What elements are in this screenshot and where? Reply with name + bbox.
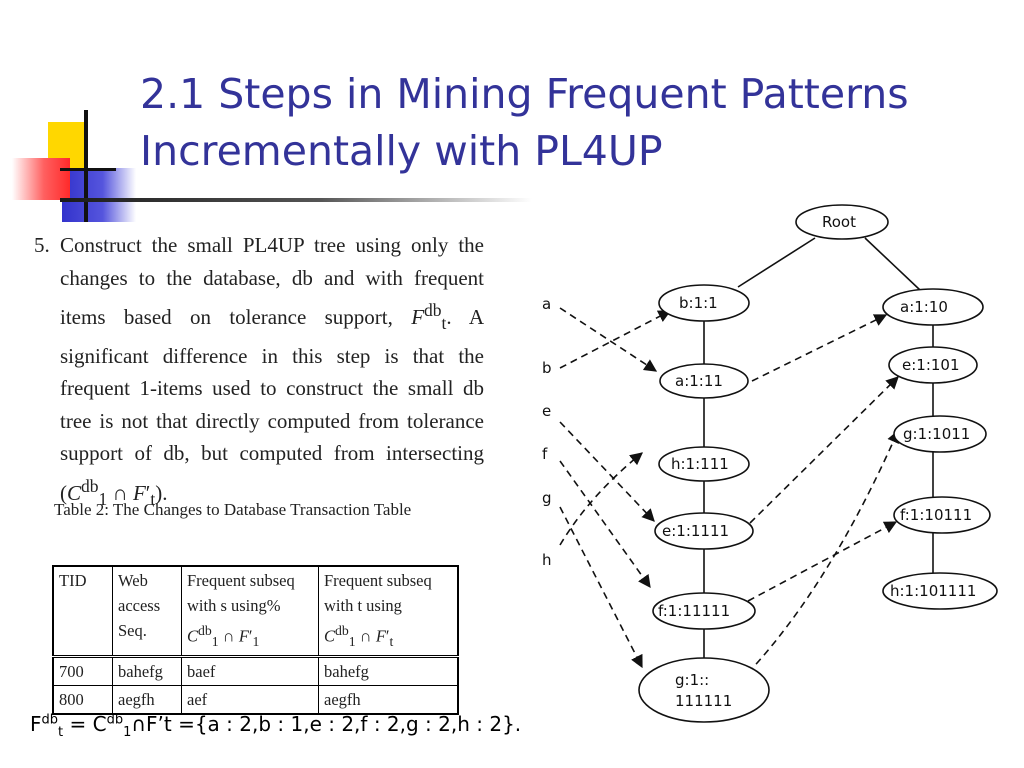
step-text-part1: Construct the small PL4UP tree using onl… — [60, 233, 484, 329]
node-a — [659, 363, 749, 399]
step-C-sub: 1 — [98, 488, 108, 509]
step-F-sub: t — [441, 313, 447, 334]
link-g-rg — [747, 429, 900, 674]
node-f — [652, 592, 756, 630]
node-label-rh: h:1:101111 — [890, 582, 976, 600]
frequent-items-formula: Fdbt = Cdb1∩F’t ={a : 2,b : 1,e : 2,f : … — [30, 712, 522, 740]
link-h — [559, 452, 643, 546]
item-label-g: g — [542, 489, 552, 507]
link-b — [559, 310, 672, 369]
node-label-rg: g:1:1011 — [903, 425, 970, 443]
link-e-re — [749, 376, 899, 524]
node-label-f: f:1:11111 — [658, 602, 730, 620]
item-label-e: e — [542, 402, 551, 420]
deco-red-square — [12, 158, 70, 200]
node-h — [658, 446, 750, 482]
node-label-e: e:1:1111 — [662, 522, 729, 540]
step-text-part2: . A significant difference in this step … — [60, 305, 484, 505]
cell-subseq-s: baef — [181, 656, 319, 686]
pl4up-tree-diagram: Root b:1:1 a:1:11 h:1:111 e:1:1111 f:1:1… — [542, 204, 998, 723]
step-F-sup: db — [424, 300, 442, 320]
link-f — [559, 460, 651, 589]
node-b — [658, 284, 750, 322]
deco-blue-square — [62, 168, 136, 222]
item-label-h: h — [542, 551, 552, 569]
node-rf — [893, 496, 991, 534]
step-cap: ∩ — [107, 480, 133, 505]
node-label-ra: a:1:10 — [900, 298, 948, 316]
link-e — [559, 421, 655, 522]
link-g — [559, 506, 643, 669]
node-root — [795, 204, 889, 240]
cell-seq: aegfh — [112, 685, 182, 714]
step-number: 5. — [34, 233, 50, 257]
title-underline — [60, 198, 532, 202]
node-label-b: b:1:1 — [679, 294, 718, 312]
table-row: 800 aegfh aef aegfh — [52, 685, 459, 714]
cell-seq: bahefg — [112, 656, 182, 686]
step-F: F — [411, 305, 425, 329]
item-label-b: b — [542, 359, 552, 377]
node-label-a: a:1:11 — [675, 372, 723, 390]
step-Fprime-prime: ′ — [145, 480, 151, 505]
step-Fprime-sub: t — [150, 488, 156, 509]
link-a — [559, 307, 658, 372]
cell-subseq-t: aegfh — [318, 685, 459, 714]
step-C: C — [67, 480, 82, 505]
node-label-re: e:1:101 — [902, 356, 960, 374]
node-e — [654, 512, 754, 550]
node-g — [638, 657, 770, 723]
node-label-h: h:1:111 — [671, 455, 729, 473]
item-label-a: a — [542, 295, 551, 313]
step-C-sup: db — [81, 475, 99, 496]
cell-subseq-s: aef — [181, 685, 319, 714]
header-tid: TID — [52, 566, 113, 658]
edge-root-b — [737, 237, 816, 288]
cell-tid: 700 — [52, 656, 113, 686]
node-label-g2: 111111 — [675, 692, 732, 710]
deco-horizontal-line — [60, 168, 116, 171]
node-label-g: g:1:: — [675, 671, 709, 689]
node-label-root: Root — [822, 213, 856, 231]
node-re — [888, 346, 978, 384]
node-rg — [893, 415, 987, 453]
node-rh — [882, 572, 998, 610]
node-ra — [882, 288, 984, 326]
slide-title: 2.1 Steps in Mining Frequent Patterns In… — [140, 70, 909, 175]
link-f-rf — [747, 521, 898, 602]
step-5-text: Construct the small PL4UP tree using onl… — [60, 229, 484, 515]
table-row: 700 bahefg baef bahefg — [52, 656, 459, 686]
deco-vertical-line — [84, 110, 88, 222]
cell-subseq-t: bahefg — [318, 656, 459, 686]
step-text-end: ). — [155, 480, 168, 505]
item-label-f: f — [542, 445, 548, 463]
node-label-rf: f:1:10111 — [900, 506, 972, 524]
link-a-ra — [751, 314, 888, 382]
step-5-paragraph: 5. Construct the small PL4UP tree using … — [34, 229, 484, 515]
step-Fprime: F — [132, 480, 146, 505]
cell-tid: 800 — [52, 685, 113, 714]
edge-root-a — [864, 237, 921, 291]
table-caption: Table 2: The Changes to Database Transac… — [54, 500, 412, 519]
